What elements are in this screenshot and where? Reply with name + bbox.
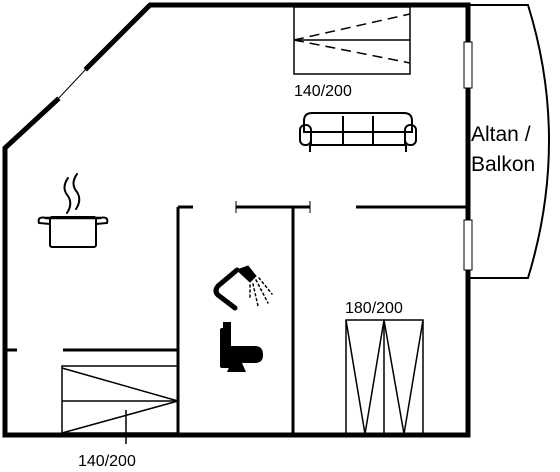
balcony-label-line2: Balkon — [471, 153, 535, 176]
bed-icon — [61, 365, 179, 444]
sofa-bed-icon — [293, 6, 411, 75]
sofa-bed-size-label: 140/200 — [294, 83, 352, 100]
double-bed-size-label: 180/200 — [345, 300, 403, 317]
balcony-door-lower — [463, 219, 473, 271]
double-bed-icon — [345, 319, 424, 435]
window-diagonal — [56, 67, 88, 101]
door-marks — [235, 201, 311, 213]
cooking-pot-icon — [37, 173, 109, 248]
balcony-door-upper — [463, 41, 473, 89]
sofa-icon — [299, 112, 417, 152]
interior-walls — [5, 205, 468, 435]
outer-walls — [2, 2, 471, 438]
balcony — [468, 4, 550, 279]
balcony-label-line1: Altan / — [471, 123, 531, 146]
shower-icon — [213, 265, 273, 311]
bunk-bed-size-label: 140/200 — [78, 453, 136, 470]
toilet-icon — [220, 322, 263, 372]
